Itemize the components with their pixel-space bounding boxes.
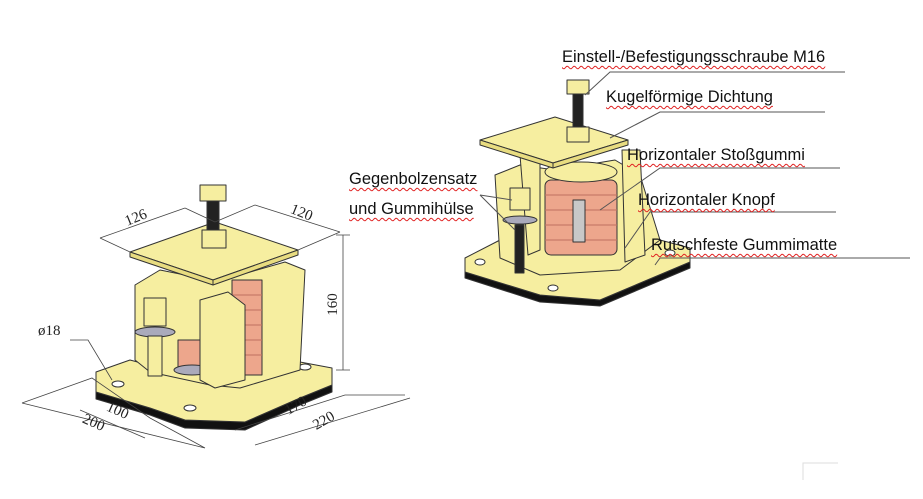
label-counter-bolt-2: und Gummihülse [349, 200, 474, 218]
corner-mark [802, 462, 838, 480]
label-counter-bolt-1: Gegenbolzensatz [349, 170, 478, 188]
label-adjust-bolt: Einstell-/Befestigungsschraube M16 [562, 48, 826, 66]
right-top-plate [479, 116, 629, 164]
right-knob [572, 199, 586, 243]
label-horizontal-bumper: Horizontaler Stoßgummi [627, 146, 805, 164]
right-counter-bolt-nut [509, 187, 531, 211]
label-spherical-seal: Kugelförmige Dichtung [606, 88, 773, 106]
label-rubber-mat: Rutschfeste Gummimatte [651, 236, 838, 254]
dimension-lines [21, 204, 411, 449]
label-horizontal-knob: Horizontaler Knopf [638, 191, 775, 209]
right-mount [464, 79, 691, 307]
dim-height: 160 [324, 293, 341, 316]
left-mount [95, 184, 333, 431]
leader-lines [479, 71, 910, 266]
dim-hole-diameter: ø18 [38, 323, 61, 339]
left-counter-bolt-nut [143, 297, 167, 327]
